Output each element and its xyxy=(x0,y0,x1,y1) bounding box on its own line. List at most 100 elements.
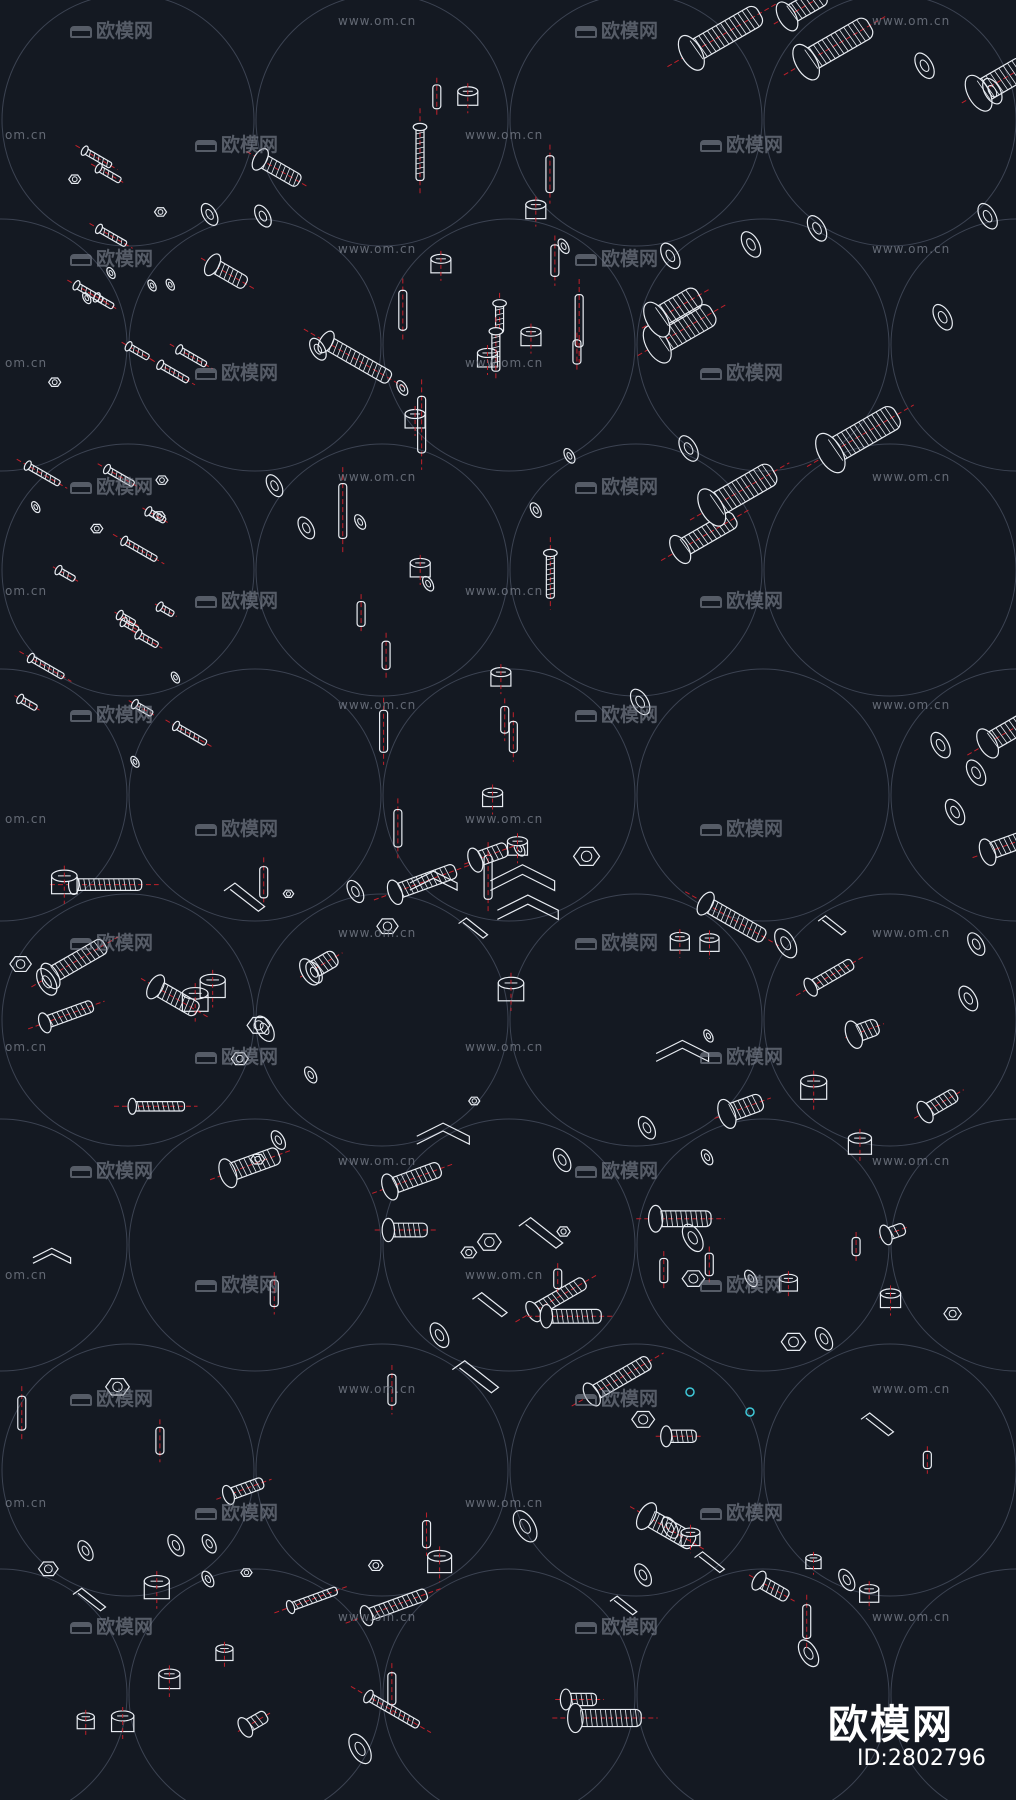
washer-icon xyxy=(629,688,651,716)
washer-icon xyxy=(165,278,176,291)
cam-lock-icon xyxy=(490,664,512,695)
screw-icon xyxy=(200,253,255,290)
screw-icon xyxy=(350,1685,432,1734)
screw-icon xyxy=(237,1710,272,1738)
cam-lock-icon xyxy=(520,323,542,354)
watermark-arc xyxy=(0,1118,128,1372)
watermark-brand-text: 欧模网 xyxy=(96,704,154,726)
washer-icon xyxy=(740,231,762,258)
screw-icon xyxy=(90,163,126,185)
washer-icon xyxy=(977,202,998,230)
screw-icon xyxy=(806,404,914,474)
watermark-brand-text: 欧模网 xyxy=(96,1160,154,1182)
hex-key-icon xyxy=(451,1359,500,1394)
nut-icon xyxy=(9,956,33,973)
watermark-arc xyxy=(763,0,1016,247)
watermark-site-text: www.om.cn xyxy=(465,1040,544,1054)
watermark-brand: 欧模网 xyxy=(575,700,658,727)
dowel-icon xyxy=(269,1272,279,1315)
washer-icon xyxy=(529,502,542,518)
watermark-brand: 欧模网 xyxy=(195,814,278,841)
washer-icon xyxy=(265,474,284,498)
watermark-arc xyxy=(763,443,1016,697)
nut-icon xyxy=(104,1378,131,1396)
screw-icon xyxy=(773,0,835,32)
washer-icon xyxy=(147,279,157,292)
watermark-brand: 欧模网 xyxy=(70,16,153,43)
cam-lock-icon xyxy=(669,929,690,958)
washer-icon xyxy=(200,202,219,226)
dowel-icon xyxy=(574,278,584,363)
watermark-brand: 欧模网 xyxy=(70,700,153,727)
watermark-arc xyxy=(636,1568,890,1800)
cam-lock-icon xyxy=(879,1285,902,1316)
cam-lock-icon xyxy=(805,1551,822,1575)
dowel-icon xyxy=(704,1246,714,1283)
watermark-site-text: www.om.cn xyxy=(872,1382,951,1396)
screw-icon xyxy=(209,1147,292,1189)
watermark-site-text: www.om.cn xyxy=(872,1610,951,1624)
washer-icon xyxy=(348,1733,372,1765)
sofa-logo-icon xyxy=(575,1393,597,1406)
watermark-brand-text: 欧模网 xyxy=(96,1388,154,1410)
nut-icon xyxy=(37,1561,59,1577)
washer-icon xyxy=(170,671,181,684)
watermark-brand: 欧模网 xyxy=(700,358,783,385)
screw-icon xyxy=(636,1204,725,1233)
washer-icon xyxy=(130,755,140,768)
screw-icon xyxy=(299,950,343,986)
watermark-brand-text: 欧模网 xyxy=(601,476,659,498)
washer-icon xyxy=(797,1639,820,1668)
screw-icon xyxy=(112,533,165,565)
watermark-site-text: om.cn xyxy=(5,812,48,826)
screw-icon xyxy=(150,358,196,386)
screw-icon xyxy=(27,1000,105,1034)
washer-icon xyxy=(967,932,986,957)
washer-icon xyxy=(661,1516,679,1539)
nut-icon xyxy=(282,889,295,899)
watermark-brand: 欧模网 xyxy=(700,814,783,841)
watermark-brand-text: 欧模网 xyxy=(221,1274,279,1296)
watermark-brand-text: 欧模网 xyxy=(601,248,659,270)
watermark-brand-text: 欧模网 xyxy=(601,1160,659,1182)
screw-icon xyxy=(246,147,310,188)
watermark-brand: 欧模网 xyxy=(195,130,278,157)
cam-lock-icon xyxy=(778,1271,799,1299)
washer-icon xyxy=(201,1533,217,1554)
washer-icon xyxy=(982,77,1003,105)
screw-icon xyxy=(142,506,170,524)
cam-lock-icon xyxy=(859,1581,880,1610)
cam-lock-icon xyxy=(476,344,499,375)
screw-icon xyxy=(967,701,1016,759)
bracket-icon xyxy=(409,870,458,892)
dowel-icon xyxy=(432,77,442,116)
dowel-icon xyxy=(572,332,582,372)
watermark-brand-text: 欧模网 xyxy=(221,818,279,840)
washer-icon xyxy=(106,266,116,280)
sofa-logo-icon xyxy=(575,1165,597,1178)
nut-icon xyxy=(155,475,169,485)
washer-icon xyxy=(774,928,798,959)
cam-lock-icon xyxy=(110,1707,135,1741)
washer-icon xyxy=(167,1533,185,1557)
screw-icon xyxy=(274,1585,349,1615)
screw-icon xyxy=(75,144,118,171)
screw-icon xyxy=(89,222,133,249)
washer-icon xyxy=(396,380,409,396)
nut-icon xyxy=(376,918,399,935)
nut-icon xyxy=(468,1096,481,1106)
screw-icon xyxy=(464,842,516,873)
washer-icon xyxy=(552,1147,572,1173)
watermark-arc xyxy=(128,668,382,922)
watermark-brand-text: 欧模网 xyxy=(96,476,154,498)
screw-icon xyxy=(684,891,779,947)
screw-icon xyxy=(97,463,141,489)
watermark-arc xyxy=(1,1343,255,1597)
watermark-brand: 欧模网 xyxy=(575,1612,658,1639)
washer-icon xyxy=(838,1568,856,1592)
sofa-logo-icon xyxy=(70,1621,92,1634)
dowel-icon xyxy=(393,798,403,859)
washer-icon xyxy=(31,501,41,514)
washer-icon xyxy=(512,1510,538,1543)
